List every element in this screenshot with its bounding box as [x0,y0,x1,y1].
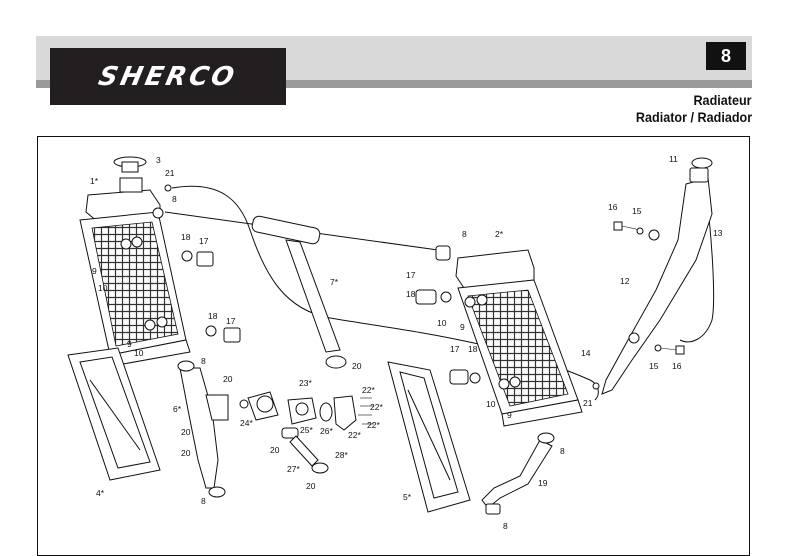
clamp-21-right [592,382,600,390]
callout-28: 28* [335,450,348,460]
callout-24: 24* [240,418,253,428]
right-shroud [387,361,471,513]
callout-17-a: 17 [199,236,209,246]
hose-19 [481,432,555,515]
callout-21-right: 21 [583,398,593,408]
callout-20-a: 20 [352,361,362,371]
callout-20-c: 20 [181,427,191,437]
callout-8-d: 8 [462,229,467,239]
callout-15-b: 15 [649,361,659,371]
callout-17-d: 17 [450,344,460,354]
callout-9-c: 9 [460,322,465,332]
callout-8-b: 8 [201,356,206,366]
page-number-badge: 8 [706,42,746,70]
section-title-fr: Radiateur [693,92,752,108]
callout-9-b: 9 [127,339,132,349]
callout-18-d: 18 [468,344,478,354]
section-title-en: Radiator / Radiador [635,109,752,125]
callout-7: 7* [330,277,339,287]
callout-15-a: 15 [632,206,642,216]
callout-9-a: 9 [92,266,97,276]
expansion-tank [601,157,713,395]
callout-20-b: 20 [223,374,233,384]
header-strip [36,80,752,88]
callout-14: 14 [581,348,591,358]
callout-11: 11 [669,154,678,164]
callout-10-a: 10 [98,283,108,293]
left-shroud [67,347,161,481]
left-radiator [79,156,191,367]
callout-17-c: 17 [406,270,416,280]
tank-line-13 [679,189,715,343]
bolts-22 [358,397,374,425]
callout-23: 23* [299,378,312,388]
callout-10-d: 10 [486,399,496,409]
callout-22-c: 22* [367,420,380,430]
callout-8-a: 8 [172,194,177,204]
callout-5: 5* [403,492,412,502]
clamp-21-left [164,184,172,192]
callout-22-a: 22* [362,385,375,395]
right-radiator [435,245,583,427]
callout-10-b: 10 [134,348,144,358]
tank-bolts [613,221,685,355]
callout-27: 27* [287,464,300,474]
callout-8-e: 8 [560,446,565,456]
exploded-parts-diagram: 1* 3 21 8 18 17 9 10 18 17 9 10 8 7* 20 … [67,154,723,531]
callout-10-c: 10 [437,318,447,328]
callout-22-b: 22* [370,402,383,412]
callout-17-b: 17 [226,316,236,326]
callout-13: 13 [713,228,723,238]
callout-1: 1* [90,176,99,186]
callout-18-a: 18 [181,232,191,242]
callout-4: 4* [96,488,105,498]
pump-assembly [239,391,357,474]
callout-18-b: 18 [208,311,218,321]
callout-22-d: 22* [348,430,361,440]
callout-3: 3 [156,155,161,165]
callout-20-e: 20 [270,445,280,455]
callout-9-d: 9 [507,410,512,420]
callout-16-b: 16 [672,361,682,371]
callout-18-c: 18 [406,289,416,299]
callout-2: 2* [495,229,504,239]
callout-8-c: 8 [201,496,206,506]
callout-6: 6* [173,404,182,414]
hose-7 [251,215,347,369]
callout-26: 26* [320,426,333,436]
right-grommets [415,289,481,385]
callout-12: 12 [620,276,630,286]
callout-20-d: 20 [181,448,191,458]
callout-25: 25* [300,425,313,435]
overflow-tube [171,185,599,401]
left-grommets [181,250,241,343]
brand-logo: SHERCO [50,48,286,105]
callout-8-f: 8 [503,521,508,531]
callout-16-a: 16 [608,202,618,212]
hose-6 [177,360,229,498]
callout-19: 19 [538,478,548,488]
callout-21-left: 21 [165,168,175,178]
callout-20-f: 20 [306,481,316,491]
callout-labels: 1* 3 21 8 18 17 9 10 18 17 9 10 8 7* 20 … [90,154,723,531]
